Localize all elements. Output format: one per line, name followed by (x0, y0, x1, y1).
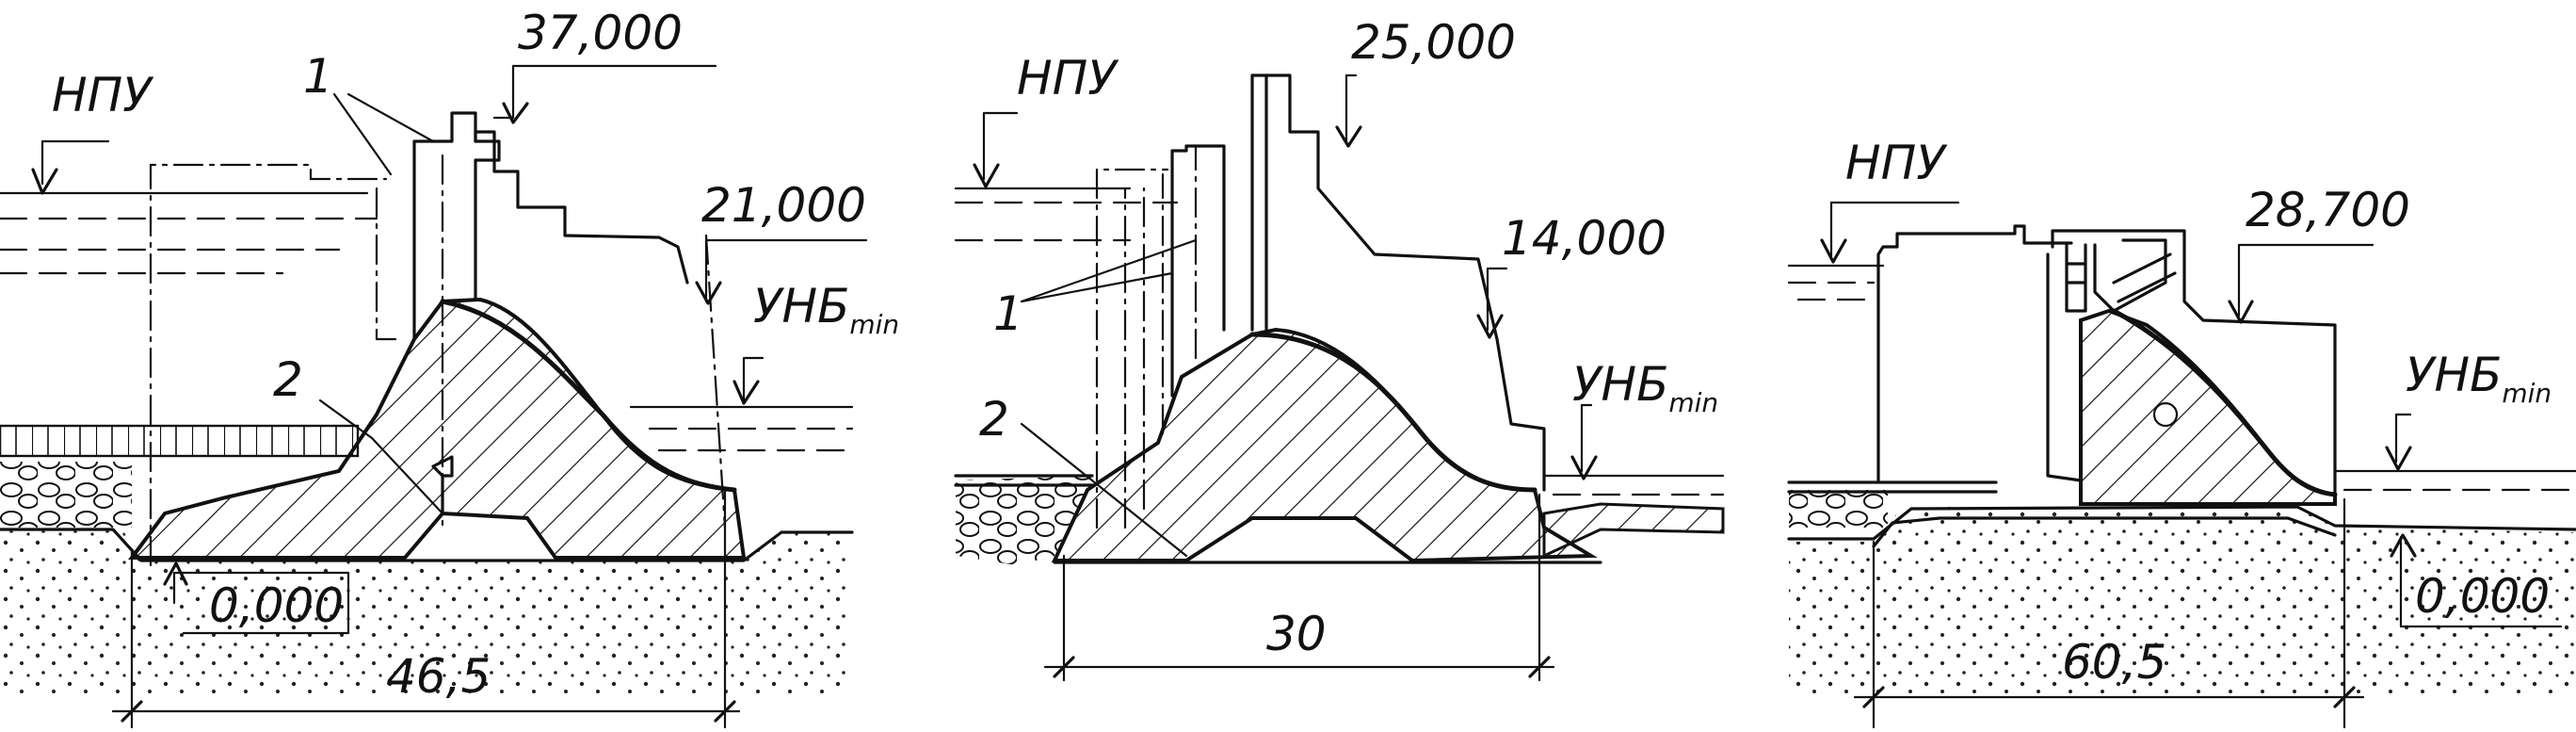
elevation-tail-1: 21,000 (701, 178, 866, 233)
tailwater-2 (1542, 474, 1725, 496)
apron-planks (0, 424, 360, 458)
foundation-soil-3 (1789, 507, 2576, 697)
foundation-soil (0, 528, 852, 697)
riprap-left-2 (956, 476, 1092, 565)
elevation-top-1: 37,000 (518, 6, 683, 60)
downstream-apron-2 (1542, 502, 1725, 559)
riprap-left (0, 462, 132, 528)
pier-superstructure-2 (1095, 73, 1546, 529)
headwater-3 (1787, 264, 1885, 301)
lower-level-label-1: УНБmin (753, 279, 899, 340)
pier-superstructure (149, 111, 727, 567)
tailwater-3 (2333, 469, 2576, 492)
headwater (0, 191, 378, 275)
figure-3-dam-section: НПУ 28,700 УНБmin 0,000 60,5 (1787, 136, 2576, 729)
callout-1-fig1: 1 (303, 49, 333, 104)
spillway-dam-body-2 (1051, 327, 1598, 563)
lower-level-label-2: УНБmin (1572, 357, 1718, 418)
length-dimension-1: 46,5 (386, 649, 491, 704)
spillway-dam-body-3 (2079, 308, 2337, 506)
tailwater (629, 405, 854, 452)
elevation-top-3: 28,700 (2246, 183, 2410, 237)
base-elevation-3: 0,000 (2415, 569, 2550, 624)
base-elevation-1: 0,000 (209, 578, 344, 633)
length-dimension-3: 60,5 (2062, 635, 2166, 690)
callout-2-fig2: 2 (979, 392, 1009, 447)
pier-superstructure-3 (2051, 229, 2337, 496)
elevation-tail-2: 14,000 (1502, 211, 1666, 266)
upper-level-label-1: НПУ (52, 68, 154, 122)
figure-1-dam-section: НПУ 37,000 21,000 УНБmin 1 2 0,000 46,5 (0, 6, 899, 729)
lower-level-label-3: УНБmin (2406, 348, 2552, 409)
upper-level-label-2: НПУ (1017, 51, 1119, 106)
figure-2-dam-section: НПУ 25,000 14,000 УНБmin 1 2 30 (954, 15, 1725, 682)
callout-2-fig1: 2 (273, 352, 303, 407)
callout-1-fig2: 1 (993, 286, 1023, 341)
upper-level-label-3: НПУ (1845, 136, 1948, 190)
length-dimension-2: 30 (1266, 607, 1327, 661)
riprap-left-3 (1789, 490, 1888, 528)
headwater-2 (954, 187, 1179, 242)
elevation-top-2: 25,000 (1351, 15, 1516, 70)
